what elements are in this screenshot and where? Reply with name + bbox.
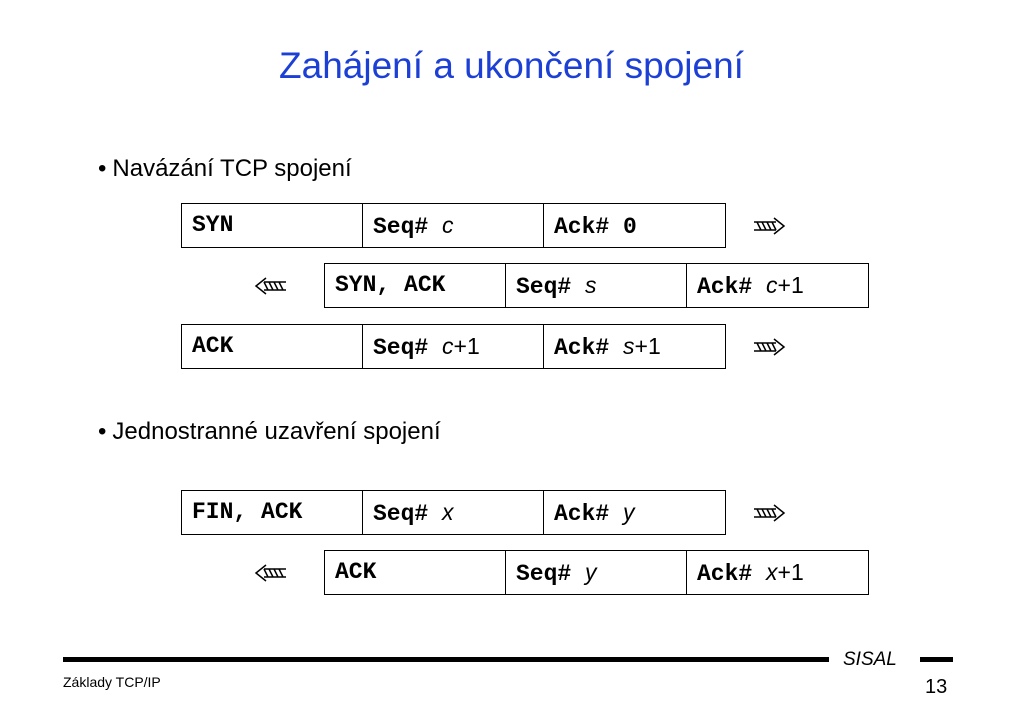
footer-course-title: Základy TCP/IP (63, 674, 161, 690)
packet-seq: Seq# c (363, 204, 544, 247)
bullet-dot: • (98, 418, 107, 445)
left-arrow-icon (254, 277, 286, 295)
bullet-text: Navázání TCP spojení (112, 155, 352, 182)
bullet-text: Jednostranné uzavření spojení (112, 418, 441, 445)
footer-brand: SISAL (843, 649, 897, 670)
packet-flags: ACK (325, 551, 506, 594)
right-arrow-icon (754, 504, 786, 522)
packet-ack-close: ACK Seq# y Ack# x+1 (324, 550, 869, 595)
packet-ack: Ack# s+1 (554, 333, 661, 361)
packet-seq: Seq# c+1 (363, 325, 544, 368)
packet-seq: Seq# y (506, 551, 687, 594)
right-arrow-icon (754, 338, 786, 356)
packet-ack: ACK Seq# c+1 Ack# s+1 (181, 324, 726, 369)
slide-title: Zahájení a ukončení spojení (279, 45, 744, 86)
packet-ack: Ack# y (554, 499, 635, 527)
packet-flags: FIN, ACK (182, 491, 363, 534)
packet-ack: Ack# c+1 (697, 272, 804, 300)
bullet-one-sided-close: •Jednostranné uzavření spojení (98, 418, 441, 446)
packet-seq: Seq# s (506, 264, 687, 307)
footer-rule-right (920, 657, 953, 662)
packet-fin-ack: FIN, ACK Seq# x Ack# y (181, 490, 726, 535)
right-arrow-icon (754, 217, 786, 235)
bullet-dot: • (98, 155, 107, 182)
packet-flags: ACK (182, 325, 363, 368)
left-arrow-icon (254, 564, 286, 582)
packet-syn-ack: SYN, ACK Seq# s Ack# c+1 (324, 263, 869, 308)
packet-flags: SYN, ACK (325, 264, 506, 307)
footer-rule-left (63, 657, 829, 662)
packet-ack: Ack# x+1 (697, 559, 804, 587)
bullet-tcp-handshake: •Navázání TCP spojení (98, 155, 352, 183)
packet-syn: SYN Seq# c Ack# 0 (181, 203, 726, 248)
packet-flags: SYN (182, 204, 363, 247)
page-number: 13 (925, 676, 948, 698)
packet-ack: Ack# 0 (554, 214, 637, 240)
packet-seq: Seq# x (363, 491, 544, 534)
